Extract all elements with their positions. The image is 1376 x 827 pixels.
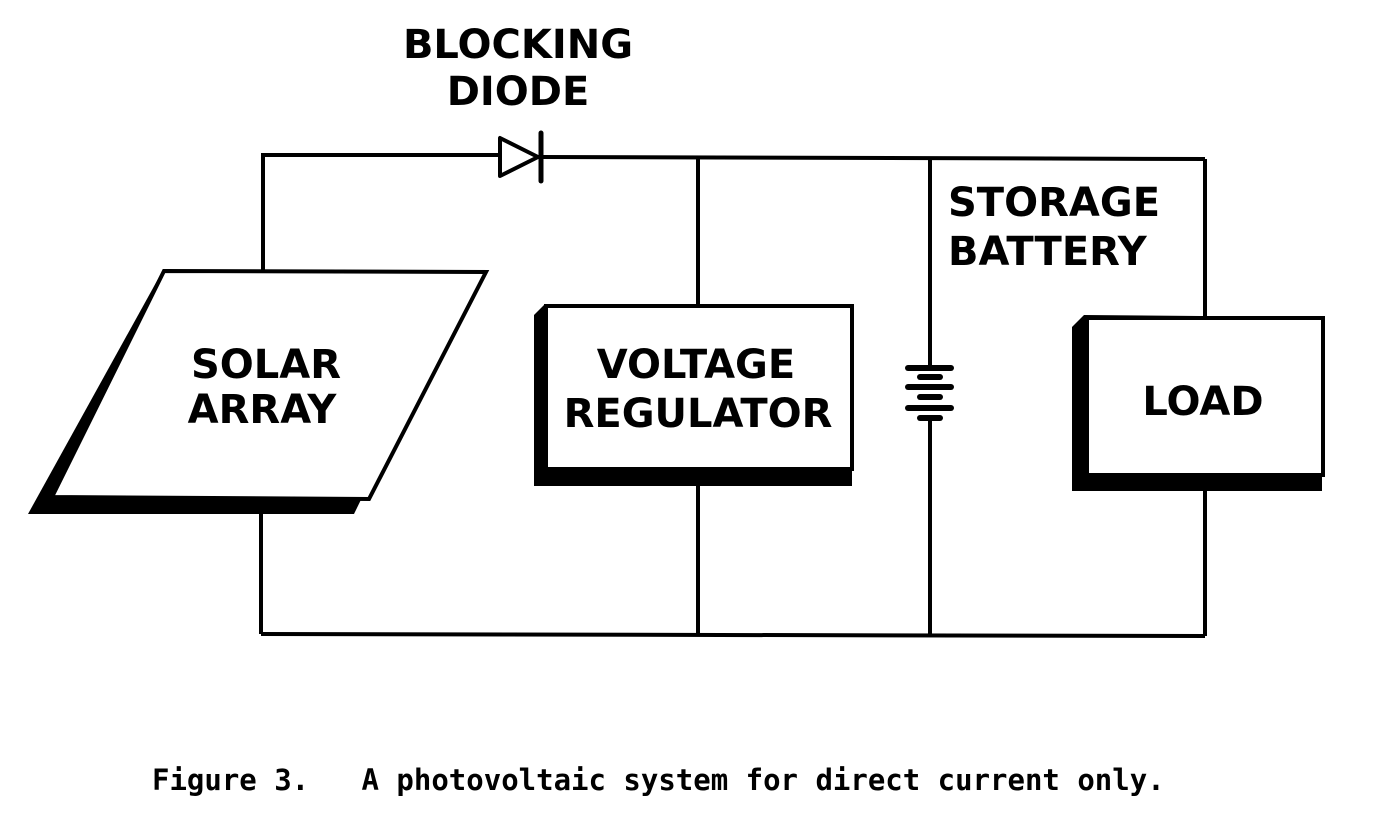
blocking-diode-label-line1: BLOCKING <box>403 22 633 68</box>
wire-top-left <box>261 153 500 272</box>
load: LOAD <box>1072 315 1325 491</box>
storage-battery-label-line1: STORAGE <box>948 180 1160 226</box>
storage-battery-label-line2: BATTERY <box>948 229 1148 275</box>
voltage-regulator-label-line2: REGULATOR <box>564 391 833 437</box>
figure-caption: Figure 3. A photovoltaic system for dire… <box>152 763 1165 797</box>
voltage-regulator-box <box>544 304 854 471</box>
wire-bottom <box>260 632 1206 638</box>
diode-icon <box>498 130 544 184</box>
load-label: LOAD <box>1142 379 1263 425</box>
solar-array-label-line1: SOLAR <box>191 342 341 388</box>
wire-top-right <box>540 155 1206 161</box>
battery-icon <box>905 365 954 421</box>
solar-array-label-line2: ARRAY <box>188 387 338 433</box>
voltage-regulator: VOLTAGE REGULATOR <box>534 304 854 486</box>
circuit-wires <box>259 153 1207 638</box>
blocking-diode-label-line2: DIODE <box>447 69 590 115</box>
solar-array-panel <box>48 268 490 502</box>
voltage-regulator-label-line1: VOLTAGE <box>597 342 795 388</box>
solar-array: SOLAR ARRAY <box>28 268 490 514</box>
load-box <box>1085 316 1325 477</box>
